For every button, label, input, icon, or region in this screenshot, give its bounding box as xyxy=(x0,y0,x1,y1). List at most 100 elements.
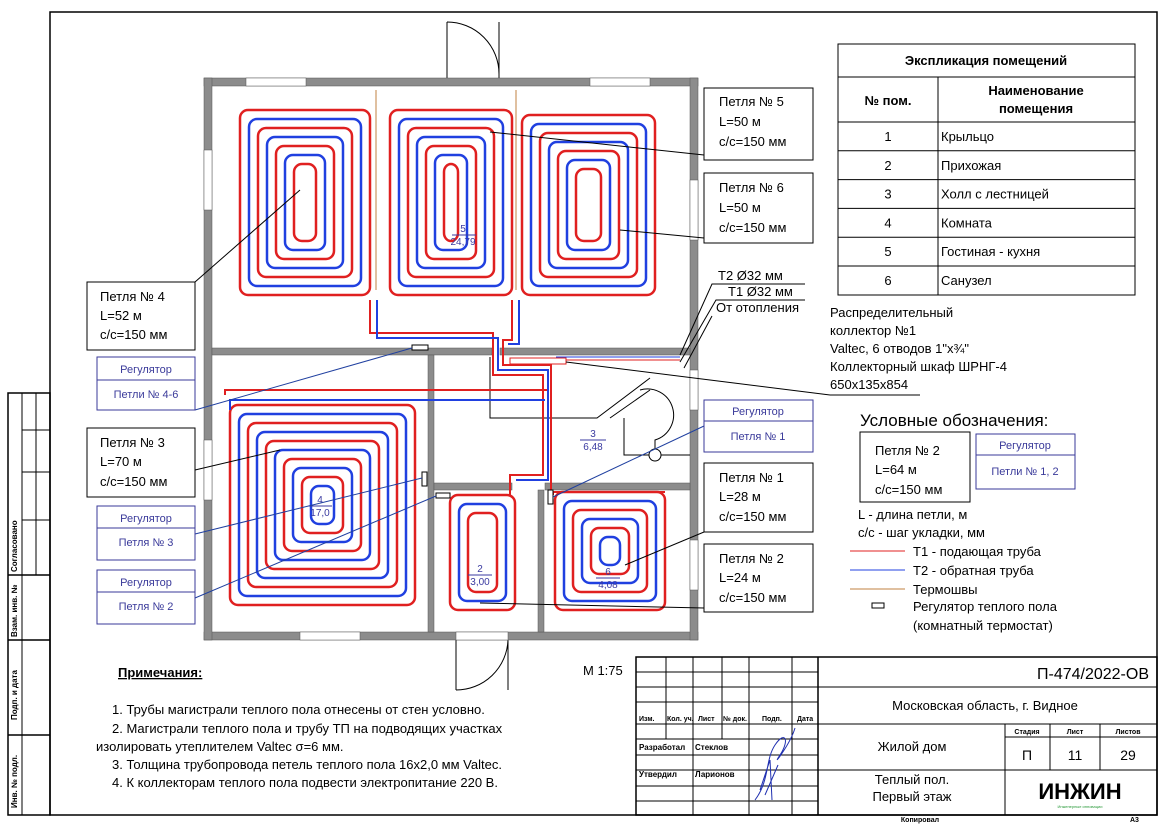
room-area: 4,08 xyxy=(598,580,618,591)
svg-text:Регулятор: Регулятор xyxy=(999,440,1051,452)
developer-name: Стеклов xyxy=(695,743,728,752)
room-name: Прихожая xyxy=(941,158,1001,173)
heating-loops xyxy=(228,108,667,612)
supply-pipe xyxy=(292,162,318,243)
col-num-header: № пом. xyxy=(865,93,912,108)
svg-text:коллектор №1: коллектор №1 xyxy=(830,323,916,338)
explication-row: 1 Крыльцо xyxy=(884,129,994,144)
room-area: 6,48 xyxy=(583,442,603,453)
room-num: 4 xyxy=(317,495,323,506)
svg-text:Коллекторный шкаф ШРНГ-4: Коллекторный шкаф ШРНГ-4 xyxy=(830,359,1007,374)
regulator-box-4-6: Регулятор Петли № 4-6 xyxy=(96,356,196,411)
return-pipe xyxy=(598,535,622,567)
notes-title: Примечания: xyxy=(118,665,202,680)
document-code: П-474/2022-ОВ xyxy=(1037,666,1149,683)
stage: П xyxy=(1022,747,1032,763)
format-label: А3 xyxy=(1130,817,1139,824)
svg-text:Петля № 3: Петля № 3 xyxy=(100,435,165,450)
svg-text:Т2 - обратная труба: Т2 - обратная труба xyxy=(913,563,1034,578)
room-area: 3,00 xyxy=(470,577,490,588)
return-pipe xyxy=(265,135,345,270)
loop-box-6: Петля № 6 L=50 м с/с=150 мм xyxy=(703,172,814,244)
col-name-header: Наименование xyxy=(988,83,1083,98)
supply-pipe xyxy=(574,167,603,243)
return-pipe xyxy=(529,122,648,288)
svg-text:помещения: помещения xyxy=(999,101,1073,116)
room-number: 1 xyxy=(884,129,891,144)
loop-box-3: Петля № 3 L=70 м с/с=150 мм xyxy=(86,427,196,498)
svg-text:Регулятор: Регулятор xyxy=(120,577,172,589)
room-name: Комната xyxy=(941,215,993,230)
svg-text:650x135x854: 650x135x854 xyxy=(830,377,908,392)
return-pipe xyxy=(397,117,505,288)
explication-title: Экспликация помещений xyxy=(905,53,1067,68)
main-from-heating: От отопления xyxy=(716,300,799,315)
svg-text:с/с=150 мм: с/с=150 мм xyxy=(719,134,786,149)
door-top xyxy=(446,21,500,82)
svg-text:Регулятор: Регулятор xyxy=(120,364,172,376)
loop-1 xyxy=(553,490,667,612)
supply-pipe xyxy=(589,526,631,576)
svg-text:Инженерные инновации: Инженерные инновации xyxy=(1057,804,1102,809)
svg-text:Петля № 2: Петля № 2 xyxy=(719,551,784,566)
notes: Примечания: М 1:75 1. Трубы магистрали т… xyxy=(96,663,623,790)
sheet-title-2: Первый этаж xyxy=(872,789,951,804)
return-pipe xyxy=(433,153,469,252)
svg-text:Подп.: Подп. xyxy=(762,716,782,723)
room-num: 5 xyxy=(460,224,466,235)
regulator-box-2: Регулятор Петля № 2 xyxy=(96,569,196,625)
loop-box-1: Петля № 1 L=28 м с/с=150 мм xyxy=(703,462,814,533)
svg-text:Стадия: Стадия xyxy=(1014,729,1039,736)
room-num: 2 xyxy=(477,564,483,575)
svg-text:L=50 м: L=50 м xyxy=(719,114,761,129)
title-block: Изм. Кол. уч. Лист № док. Подп. Дата Раз… xyxy=(635,656,1158,824)
svg-text:Листов: Листов xyxy=(1115,729,1141,736)
svg-text:4. К коллекторам теплого по: 4. К коллекторам теплого пола подвести э… xyxy=(112,775,498,790)
return-pipe xyxy=(255,430,390,580)
side-replace-inv: Взам. инв. № xyxy=(10,584,19,637)
return-pipe xyxy=(283,153,327,252)
supply-pipe xyxy=(388,108,514,297)
return-pipe xyxy=(415,135,487,270)
svg-text:L=64 м: L=64 м xyxy=(875,462,917,477)
room-name: Крыльцо xyxy=(941,129,994,144)
loop-box-5: Петля № 5 L=50 м с/с=150 мм xyxy=(703,87,814,161)
svg-text:Петля № 6: Петля № 6 xyxy=(719,180,784,195)
legend-title: Условные обозначения: xyxy=(860,411,1048,430)
svg-text:L=24 м: L=24 м xyxy=(719,570,761,585)
supply-pipe xyxy=(406,126,496,279)
side-sign-date: Подп. и дата xyxy=(10,670,19,720)
feed-pipes xyxy=(224,300,680,495)
approver-role: Утвердил xyxy=(639,770,677,779)
return-pipe xyxy=(237,412,408,598)
side-inv-orig: Инв. № подл. xyxy=(10,755,19,808)
approver-name: Ларионов xyxy=(695,770,735,779)
svg-text:№ док.: № док. xyxy=(723,715,747,723)
room-area: 24,79 xyxy=(450,237,475,248)
svg-text:Петли № 1, 2: Петли № 1, 2 xyxy=(991,466,1058,478)
room-number: 5 xyxy=(884,244,891,259)
svg-text:Регулятор: Регулятор xyxy=(732,406,784,418)
return-pipe xyxy=(547,140,630,270)
scale-label: М 1:75 xyxy=(583,663,623,678)
svg-text:изолировать утеплителем Valtec: изолировать утеплителем Valtec σ=6 мм. xyxy=(96,739,344,754)
svg-text:с/с=150 мм: с/с=150 мм xyxy=(719,220,786,235)
supply-pipe xyxy=(538,131,639,279)
supply-pipe xyxy=(424,144,478,261)
main-t2-label: Т2 Ø32 мм xyxy=(718,268,783,283)
room-number: 6 xyxy=(884,273,891,288)
svg-text:с/с=150 мм: с/с=150 мм xyxy=(875,482,942,497)
svg-text:Петля № 2: Петля № 2 xyxy=(875,443,940,458)
svg-text:2. Магистрали теплого пола: 2. Магистрали теплого пола и трубу ТП на… xyxy=(112,721,503,736)
room-number: 3 xyxy=(884,187,891,202)
explication-table: Экспликация помещений № пом. Наименовани… xyxy=(837,43,1136,296)
svg-text:L - длина петли, м: L - длина петли, м xyxy=(858,507,967,522)
loop-6 xyxy=(520,113,657,297)
svg-text:с/с - шаг укладки, мм: с/с - шаг укладки, мм xyxy=(858,525,985,540)
loop-5 xyxy=(388,108,514,297)
svg-text:Петли № 4-6: Петли № 4-6 xyxy=(114,389,179,401)
svg-text:1. Трубы магистрали теплого: 1. Трубы магистрали теплого пола отнесен… xyxy=(112,702,485,717)
collector xyxy=(509,357,567,365)
